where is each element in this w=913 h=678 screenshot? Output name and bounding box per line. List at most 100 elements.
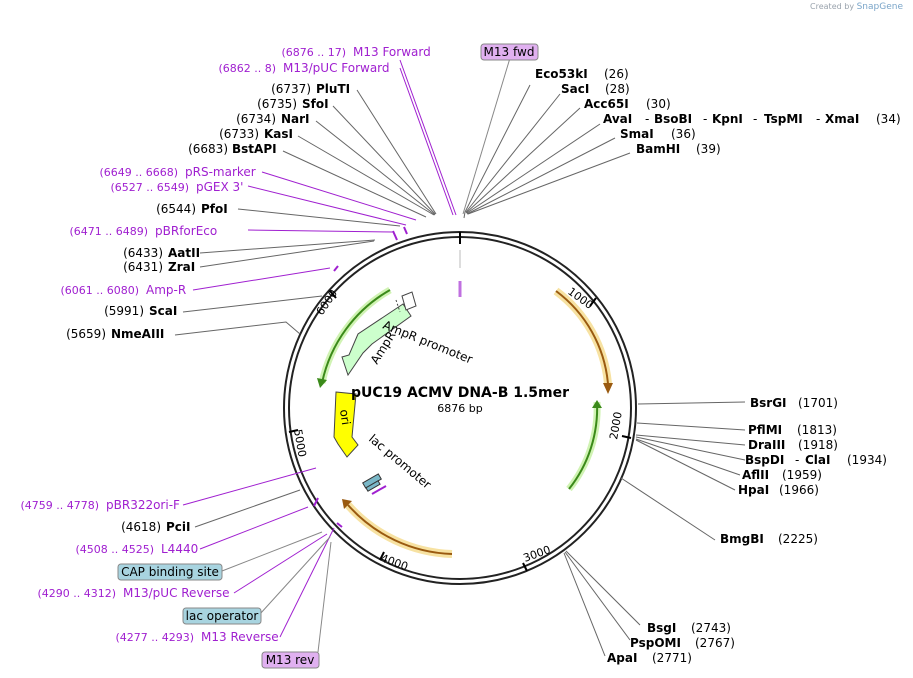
enzyme-pos: (2225) <box>778 532 818 546</box>
enzyme-nmeaiii[interactable]: (5659) NmeAIII <box>66 327 164 341</box>
enzyme-name: XmaI <box>825 112 859 126</box>
feature-range: (4290 .. 4312) <box>37 587 116 600</box>
enzyme-pos: (30) <box>646 97 671 111</box>
enzyme-pos: (36) <box>671 127 696 141</box>
enzyme-hpai[interactable]: HpaI (1966) <box>738 483 819 497</box>
enzyme-sfoi[interactable]: (6735) SfoI <box>257 97 328 111</box>
enzyme-bsgi[interactable]: BsgI (2743) <box>647 621 731 635</box>
enzyme-pos: (1701) <box>798 396 838 410</box>
enzyme-name: ClaI <box>805 453 830 467</box>
enzyme-aflii[interactable]: AflII (1959) <box>742 468 822 482</box>
enzyme-aatii[interactable]: (6433) AatII <box>123 246 200 260</box>
enzyme-saci[interactable]: SacI (28) <box>561 82 630 96</box>
credit-prefix: Created by <box>810 2 855 11</box>
plasmid-name: pUC19 ACMV DNA-B 1.5mer <box>351 385 569 401</box>
enzyme-bmgbi[interactable]: BmgBI (2225) <box>720 532 818 546</box>
feature-name: Amp-R <box>146 283 186 297</box>
feature-name: M13 Reverse <box>201 630 279 644</box>
feature-name: L4440 <box>161 542 198 556</box>
enzyme-name: PciI <box>166 520 191 534</box>
enzyme-bspdi-clai[interactable]: BspDI - ClaI (1934) <box>745 453 887 467</box>
enzyme-pos: (6544) <box>156 202 196 216</box>
svg-text:-: - <box>753 112 757 126</box>
enzyme-name: NmeAIII <box>111 327 164 341</box>
tick-label-4000: 4000 <box>379 552 410 574</box>
box-m13-fwd[interactable]: M13 fwd <box>480 43 539 61</box>
feature-m13puc-reverse[interactable]: (4290 .. 4312) M13/pUC Reverse <box>37 586 229 600</box>
enzyme-eco53ki[interactable]: Eco53kI (26) <box>535 67 629 81</box>
feature-range: (4277 .. 4293) <box>115 631 194 644</box>
feature-m13puc-forward[interactable]: (6862 .. 8) M13/pUC Forward <box>218 61 389 75</box>
enzyme-pcii[interactable]: (4618) PciI <box>121 520 190 534</box>
ampr-promoter-label: AmpR promoter <box>381 318 475 367</box>
enzyme-pfoi[interactable]: (6544) PfoI <box>156 202 228 216</box>
enzyme-apai[interactable]: ApaI (2771) <box>607 651 692 665</box>
enzyme-kasi[interactable]: (6733) KasI <box>219 127 293 141</box>
feature-range: (4759 .. 4778) <box>20 499 99 512</box>
enzyme-name: BsrGI <box>750 396 787 410</box>
enzyme-pos: (1966) <box>779 483 819 497</box>
feature-pbr322ori-f[interactable]: (4759 .. 4778) pBR322ori-F <box>20 498 180 512</box>
enzyme-smai[interactable]: SmaI (36) <box>620 127 696 141</box>
snapgene-logo: SnapGene <box>856 2 903 12</box>
feature-name: pGEX 3' <box>196 180 243 194</box>
enzyme-pos: (6733) <box>219 127 259 141</box>
box-label: lac operator <box>186 609 259 623</box>
svg-text:-: - <box>703 112 707 126</box>
box-label: CAP binding site <box>121 565 219 579</box>
enzyme-name: SmaI <box>620 127 654 141</box>
feature-pbrforeco[interactable]: (6471 .. 6489) pBRforEco <box>69 224 217 238</box>
tick-label-2000: 2000 <box>607 411 625 441</box>
enzyme-bstapi[interactable]: (6683) BstAPI <box>188 142 276 156</box>
enzyme-ava-group[interactable]: AvaI - BsoBI - KpnI - TspMI - XmaI (34) <box>603 112 901 126</box>
feature-range: (6061 .. 6080) <box>60 284 139 297</box>
feature-name: pBR322ori-F <box>106 498 180 512</box>
feature-l4440[interactable]: (4508 .. 4525) L4440 <box>75 542 198 556</box>
enzyme-name: PfoI <box>201 202 228 216</box>
enzyme-pos: (1813) <box>797 423 837 437</box>
lac-promoter-feature[interactable] <box>362 473 387 495</box>
enzyme-scai[interactable]: (5991) ScaI <box>104 304 177 318</box>
feature-range: (6527 .. 6549) <box>110 181 189 194</box>
enzyme-pluti[interactable]: (6737) PluTI <box>271 82 350 96</box>
box-m13-rev[interactable]: M13 rev <box>261 651 320 669</box>
feature-name: M13/pUC Reverse <box>123 586 230 600</box>
ampr-feature[interactable] <box>341 303 412 377</box>
box-lac-operator[interactable]: lac operator <box>182 607 262 625</box>
tick-label-5000: 5000 <box>291 428 309 458</box>
connectors-features <box>182 59 457 638</box>
enzyme-pos: (1959) <box>782 468 822 482</box>
enzyme-bsrgi[interactable]: BsrGI (1701) <box>750 396 838 410</box>
box-label: M13 rev <box>266 653 315 667</box>
ampr-promoter-feature[interactable] <box>395 291 417 313</box>
feature-range: (6471 .. 6489) <box>69 225 148 238</box>
feature-range: (4508 .. 4525) <box>75 543 154 556</box>
enzyme-name: ScaI <box>149 304 177 318</box>
enzyme-pos: (6735) <box>257 97 297 111</box>
enzyme-zrai[interactable]: (6431) ZraI <box>123 260 195 274</box>
enzyme-name: AatII <box>168 246 200 260</box>
tick-marks <box>288 290 632 572</box>
enzyme-draiii[interactable]: DraIII (1918) <box>748 438 838 452</box>
orf-arrow-green-right <box>566 400 602 492</box>
tick-label-6000: 6000 <box>314 287 340 317</box>
enzyme-acc65i[interactable]: Acc65I (30) <box>584 97 671 111</box>
enzyme-pflmi[interactable]: PflMI (1813) <box>748 423 837 437</box>
connectors-right <box>463 84 746 657</box>
feature-m13-forward[interactable]: (6876 .. 17) M13 Forward <box>281 45 430 59</box>
enzyme-pos: (26) <box>604 67 629 81</box>
ori-feature[interactable] <box>333 391 359 458</box>
feature-m13-reverse[interactable]: (4277 .. 4293) M13 Reverse <box>115 630 278 644</box>
enzyme-pos: (1934) <box>847 453 887 467</box>
feature-prs-marker[interactable]: (6649 .. 6668) pRS-marker <box>99 165 255 179</box>
enzyme-nari[interactable]: (6734) NarI <box>236 112 309 126</box>
enzyme-name: SacI <box>561 82 589 96</box>
enzyme-pspomi[interactable]: PspOMI (2767) <box>630 636 735 650</box>
ori-label: ori <box>337 408 353 425</box>
feature-pgex-3[interactable]: (6527 .. 6549) pGEX 3' <box>110 180 243 194</box>
feature-amp-r[interactable]: (6061 .. 6080) Amp-R <box>60 283 186 297</box>
enzyme-pos: (34) <box>876 112 901 126</box>
box-cap-binding-site[interactable]: CAP binding site <box>117 563 223 581</box>
enzyme-bamhi[interactable]: BamHI (39) <box>636 142 721 156</box>
